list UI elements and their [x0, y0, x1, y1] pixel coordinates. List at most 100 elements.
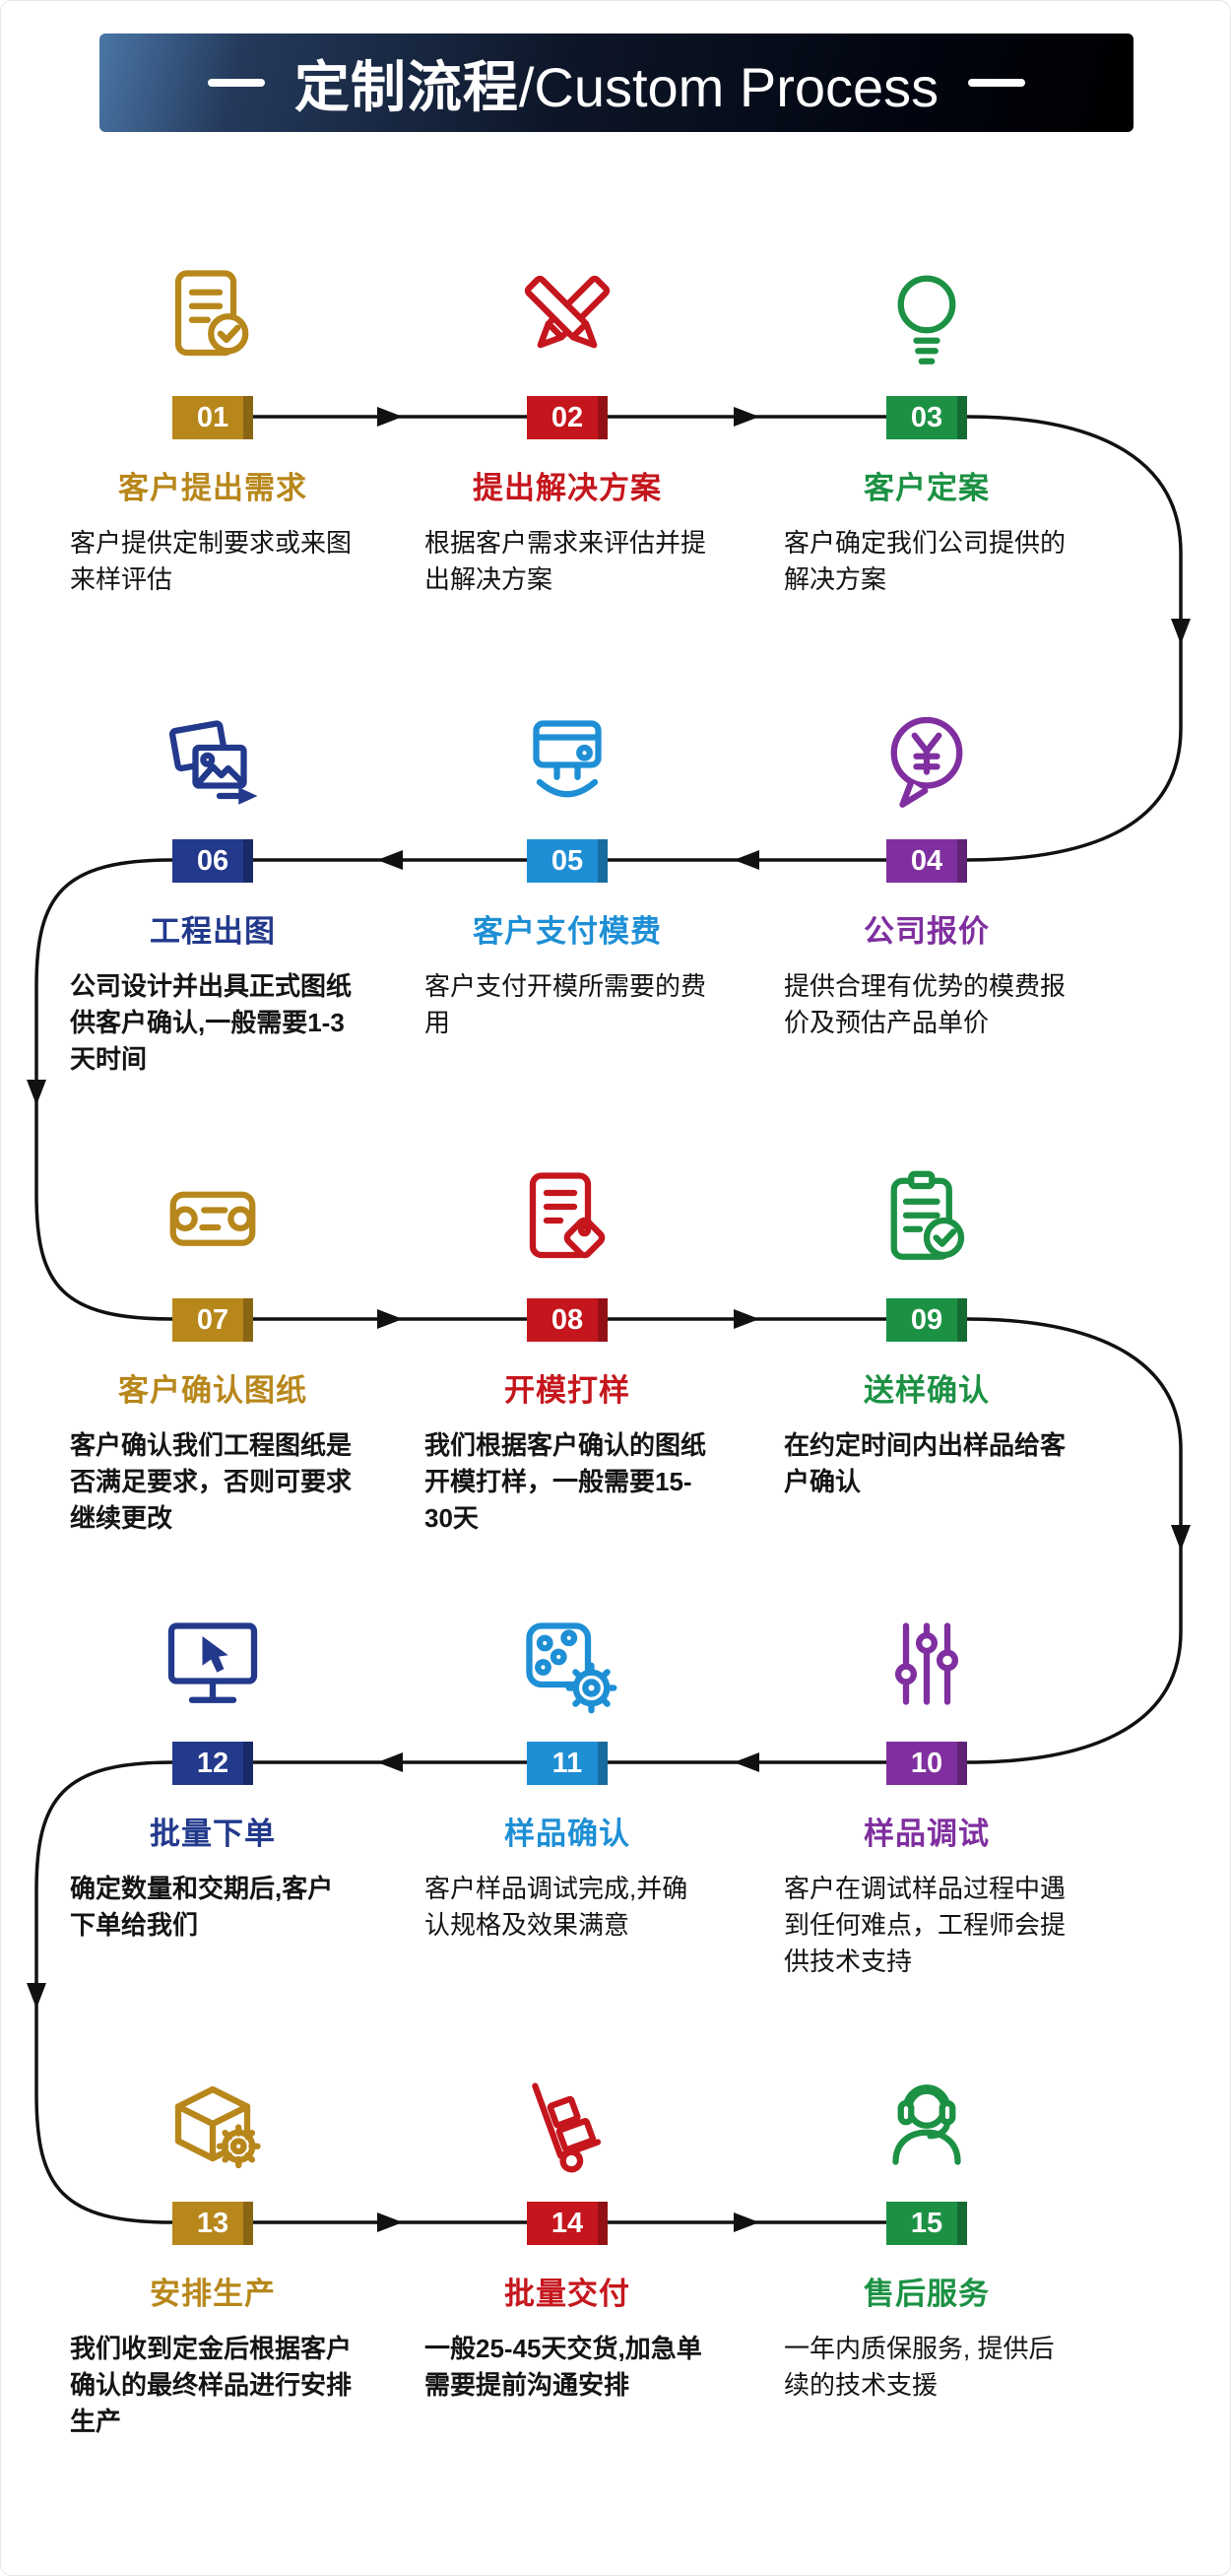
- step-title: 客户确认图纸: [118, 1373, 307, 1408]
- step-icon-wrap: [158, 1590, 268, 1738]
- process-step-13: 13 安排生产 我们收到定金后根据客户确认的最终样品进行安排生产: [35, 2050, 390, 2440]
- step-number: 09: [910, 1303, 943, 1336]
- page-header: 定制流程/Custom Process: [99, 33, 1134, 132]
- step-title: 开模打样: [504, 1373, 630, 1408]
- page-title-zh: 定制流程: [293, 55, 519, 118]
- process-step-01: 01 客户提出需求 客户提供定制要求或来图来样评估: [35, 244, 390, 598]
- step-icon-wrap: [512, 688, 622, 835]
- step-description: 客户提供定制要求或来图来样评估: [70, 528, 353, 594]
- step-icon-wrap: [158, 244, 268, 392]
- step-title: 样品确认: [504, 1816, 630, 1851]
- step-number: 14: [551, 2207, 584, 2239]
- step-number: 12: [196, 1747, 229, 1779]
- process-step-12: 12 批量下单 确定数量和交期后,客户下单给我们: [35, 1590, 390, 1944]
- step-description: 根据客户需求来评估并提出解决方案: [424, 528, 707, 594]
- step-icon-wrap: [872, 688, 982, 835]
- step-description: 在约定时间内出样品给客户确认: [784, 1430, 1067, 1496]
- process-step-04: 04 公司报价 提供合理有优势的模费报价及预估产品单价: [749, 688, 1104, 1041]
- step-description: 客户确认我们工程图纸是否满足要求，否则可要求继续更改: [70, 1430, 353, 1533]
- step-title: 公司报价: [864, 914, 990, 949]
- box-gear-icon: [158, 2069, 268, 2179]
- step-number-badge: 09: [886, 1298, 967, 1342]
- step-number-badge: 10: [886, 1742, 967, 1785]
- process-step-08: 08 开模打样 我们根据客户确认的图纸开模打样，一般需要15-30天: [390, 1147, 745, 1537]
- step-number-badge: 07: [172, 1298, 253, 1342]
- step-title: 客户支付模费: [473, 914, 662, 949]
- trolley-icon: [512, 2069, 622, 2179]
- step-number: 03: [910, 401, 943, 433]
- step-icon-wrap: [512, 2050, 622, 2198]
- process-step-05: 05 客户支付模费 客户支付开模所需要的费用: [390, 688, 745, 1041]
- step-number-badge: 08: [527, 1298, 608, 1342]
- step-number-badge: 01: [172, 396, 253, 439]
- step-number-badge: 06: [172, 839, 253, 883]
- process-step-02: 02 提出解决方案 根据客户需求来评估并提出解决方案: [390, 244, 745, 598]
- step-description: 一般25-45天交货,加急单需要提前沟通安排: [424, 2334, 702, 2400]
- step-icon-wrap: [512, 1147, 622, 1294]
- step-number: 04: [910, 844, 943, 877]
- step-description: 提供合理有优势的模费报价及预估产品单价: [784, 971, 1067, 1037]
- process-step-14: 14 批量交付 一般25-45天交货,加急单需要提前沟通安排: [390, 2050, 745, 2404]
- monitor-cursor-icon: [158, 1609, 268, 1719]
- lightbulb-icon: [872, 263, 982, 373]
- headset-icon: [872, 2069, 982, 2179]
- step-number-badge: 13: [172, 2202, 253, 2245]
- step-number: 08: [551, 1303, 584, 1336]
- clipboard-check-icon: [872, 1165, 982, 1276]
- step-number: 10: [910, 1747, 943, 1779]
- step-number: 06: [196, 844, 229, 877]
- step-number: 13: [196, 2207, 229, 2239]
- step-description: 客户确定我们公司提供的解决方案: [784, 528, 1067, 594]
- step-number: 02: [551, 401, 584, 433]
- crossed-pencils-icon: [512, 263, 622, 373]
- document-tag-icon: [512, 1165, 622, 1276]
- step-icon-wrap: [872, 244, 982, 392]
- process-step-07: 07 客户确认图纸 客户确认我们工程图纸是否满足要求，否则可要求继续更改: [35, 1147, 390, 1537]
- step-icon-wrap: [872, 1590, 982, 1738]
- step-title: 安排生产: [150, 2277, 276, 2311]
- step-title: 售后服务: [864, 2277, 990, 2311]
- step-title: 送样确认: [864, 1373, 990, 1408]
- header-dash-right-icon: [968, 79, 1026, 87]
- process-step-10: 10 样品调试 客户在调试样品过程中遇到任何难点，工程师会提供技术支持: [749, 1590, 1104, 1980]
- step-number: 01: [196, 401, 229, 433]
- sliders-icon: [872, 1609, 982, 1719]
- step-icon-wrap: [158, 2050, 268, 2198]
- blueprint-scroll-icon: [158, 1165, 268, 1276]
- step-description: 客户支付开模所需要的费用: [424, 971, 707, 1037]
- step-icon-wrap: [158, 688, 268, 835]
- step-icon-wrap: [512, 1590, 622, 1738]
- step-number: 11: [551, 1747, 583, 1779]
- step-number-badge: 14: [527, 2202, 608, 2245]
- step-number-badge: 11: [527, 1742, 608, 1785]
- step-description: 客户样品调试完成,并确认规格及效果满意: [424, 1874, 688, 1940]
- header-dash-left-icon: [207, 79, 265, 87]
- process-step-15: 15 售后服务 一年内质保服务, 提供后续的技术支援: [749, 2050, 1104, 2404]
- step-number-badge: 04: [886, 839, 967, 883]
- step-number: 05: [551, 844, 584, 877]
- step-number: 07: [196, 1303, 229, 1336]
- step-description: 公司设计并出具正式图纸供客户确认,一般需要1-3天时间: [70, 971, 353, 1074]
- step-title: 客户定案: [864, 471, 990, 505]
- step-title: 工程出图: [150, 914, 276, 949]
- step-icon-wrap: [512, 244, 622, 392]
- step-number-badge: 12: [172, 1742, 253, 1785]
- process-step-09: 09 送样确认 在约定时间内出样品给客户确认: [749, 1147, 1104, 1500]
- step-description: 一年内质保服务, 提供后续的技术支援: [784, 2334, 1055, 2400]
- step-number: 15: [910, 2207, 943, 2239]
- step-icon-wrap: [872, 1147, 982, 1294]
- step-description: 我们根据客户确认的图纸开模打样，一般需要15-30天: [424, 1430, 707, 1533]
- step-description: 客户在调试样品过程中遇到任何难点，工程师会提供技术支持: [784, 1874, 1067, 1976]
- payment-icon: [512, 706, 622, 817]
- step-title: 样品调试: [864, 1816, 990, 1851]
- page-title-en: /Custom Process: [518, 55, 939, 118]
- process-step-06: 06 工程出图 公司设计并出具正式图纸供客户确认,一般需要1-3天时间: [35, 688, 390, 1078]
- process-step-11: 11 样品确认 客户样品调试完成,并确认规格及效果满意: [390, 1590, 745, 1944]
- step-number-badge: 03: [886, 396, 967, 439]
- quote-bubble-yen-icon: [872, 706, 982, 817]
- process-step-03: 03 客户定案 客户确定我们公司提供的解决方案: [749, 244, 1104, 598]
- step-title: 批量下单: [150, 1816, 276, 1851]
- page-title: 定制流程/Custom Process: [294, 43, 939, 123]
